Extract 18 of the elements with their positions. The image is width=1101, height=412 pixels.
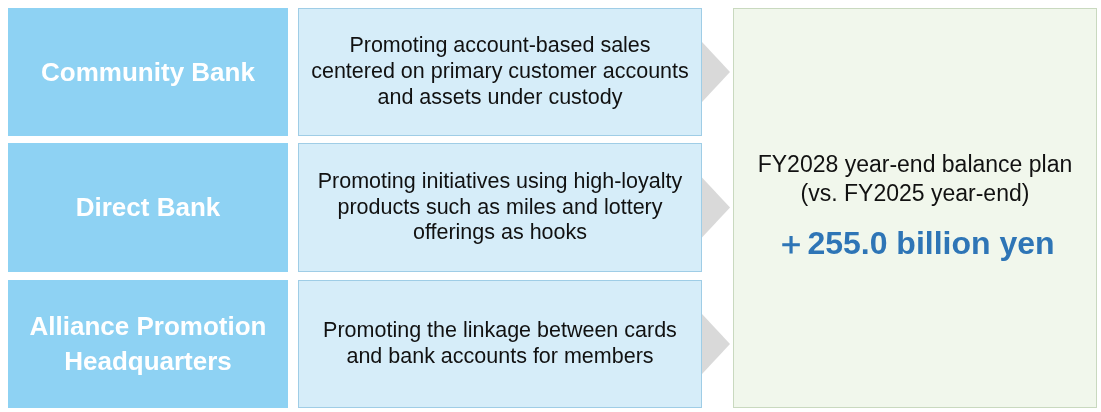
chevron-arrow bbox=[702, 42, 730, 102]
description-text: Promoting the linkage between cards and bank accounts for members bbox=[322, 318, 678, 370]
unit-box bbox=[8, 8, 288, 136]
unit-label: Community Bank bbox=[40, 55, 256, 89]
unit-box bbox=[8, 280, 288, 408]
plan-text: FY2028 year-end balance plan (vs. FY2025 year-end) bbox=[756, 150, 1074, 208]
chevron-arrow bbox=[702, 177, 730, 238]
description-box bbox=[298, 280, 702, 408]
description-box bbox=[298, 8, 702, 136]
plan-box bbox=[733, 8, 1097, 408]
unit-label: Direct Bank bbox=[74, 191, 222, 225]
amount-text: ＋255.0 billion yen bbox=[775, 223, 1055, 263]
chevron-arrow bbox=[702, 314, 730, 374]
description-box bbox=[298, 143, 702, 272]
unit-box bbox=[8, 143, 288, 272]
unit-label: Alliance Promotion Headquarters bbox=[28, 310, 268, 378]
description-text: Promoting account-based sales centered on primary customer accounts and assets under custody bbox=[310, 33, 690, 111]
description-text: Promoting initiatives using high-loyalty products such as miles and lottery offerings as hooks bbox=[316, 168, 684, 247]
